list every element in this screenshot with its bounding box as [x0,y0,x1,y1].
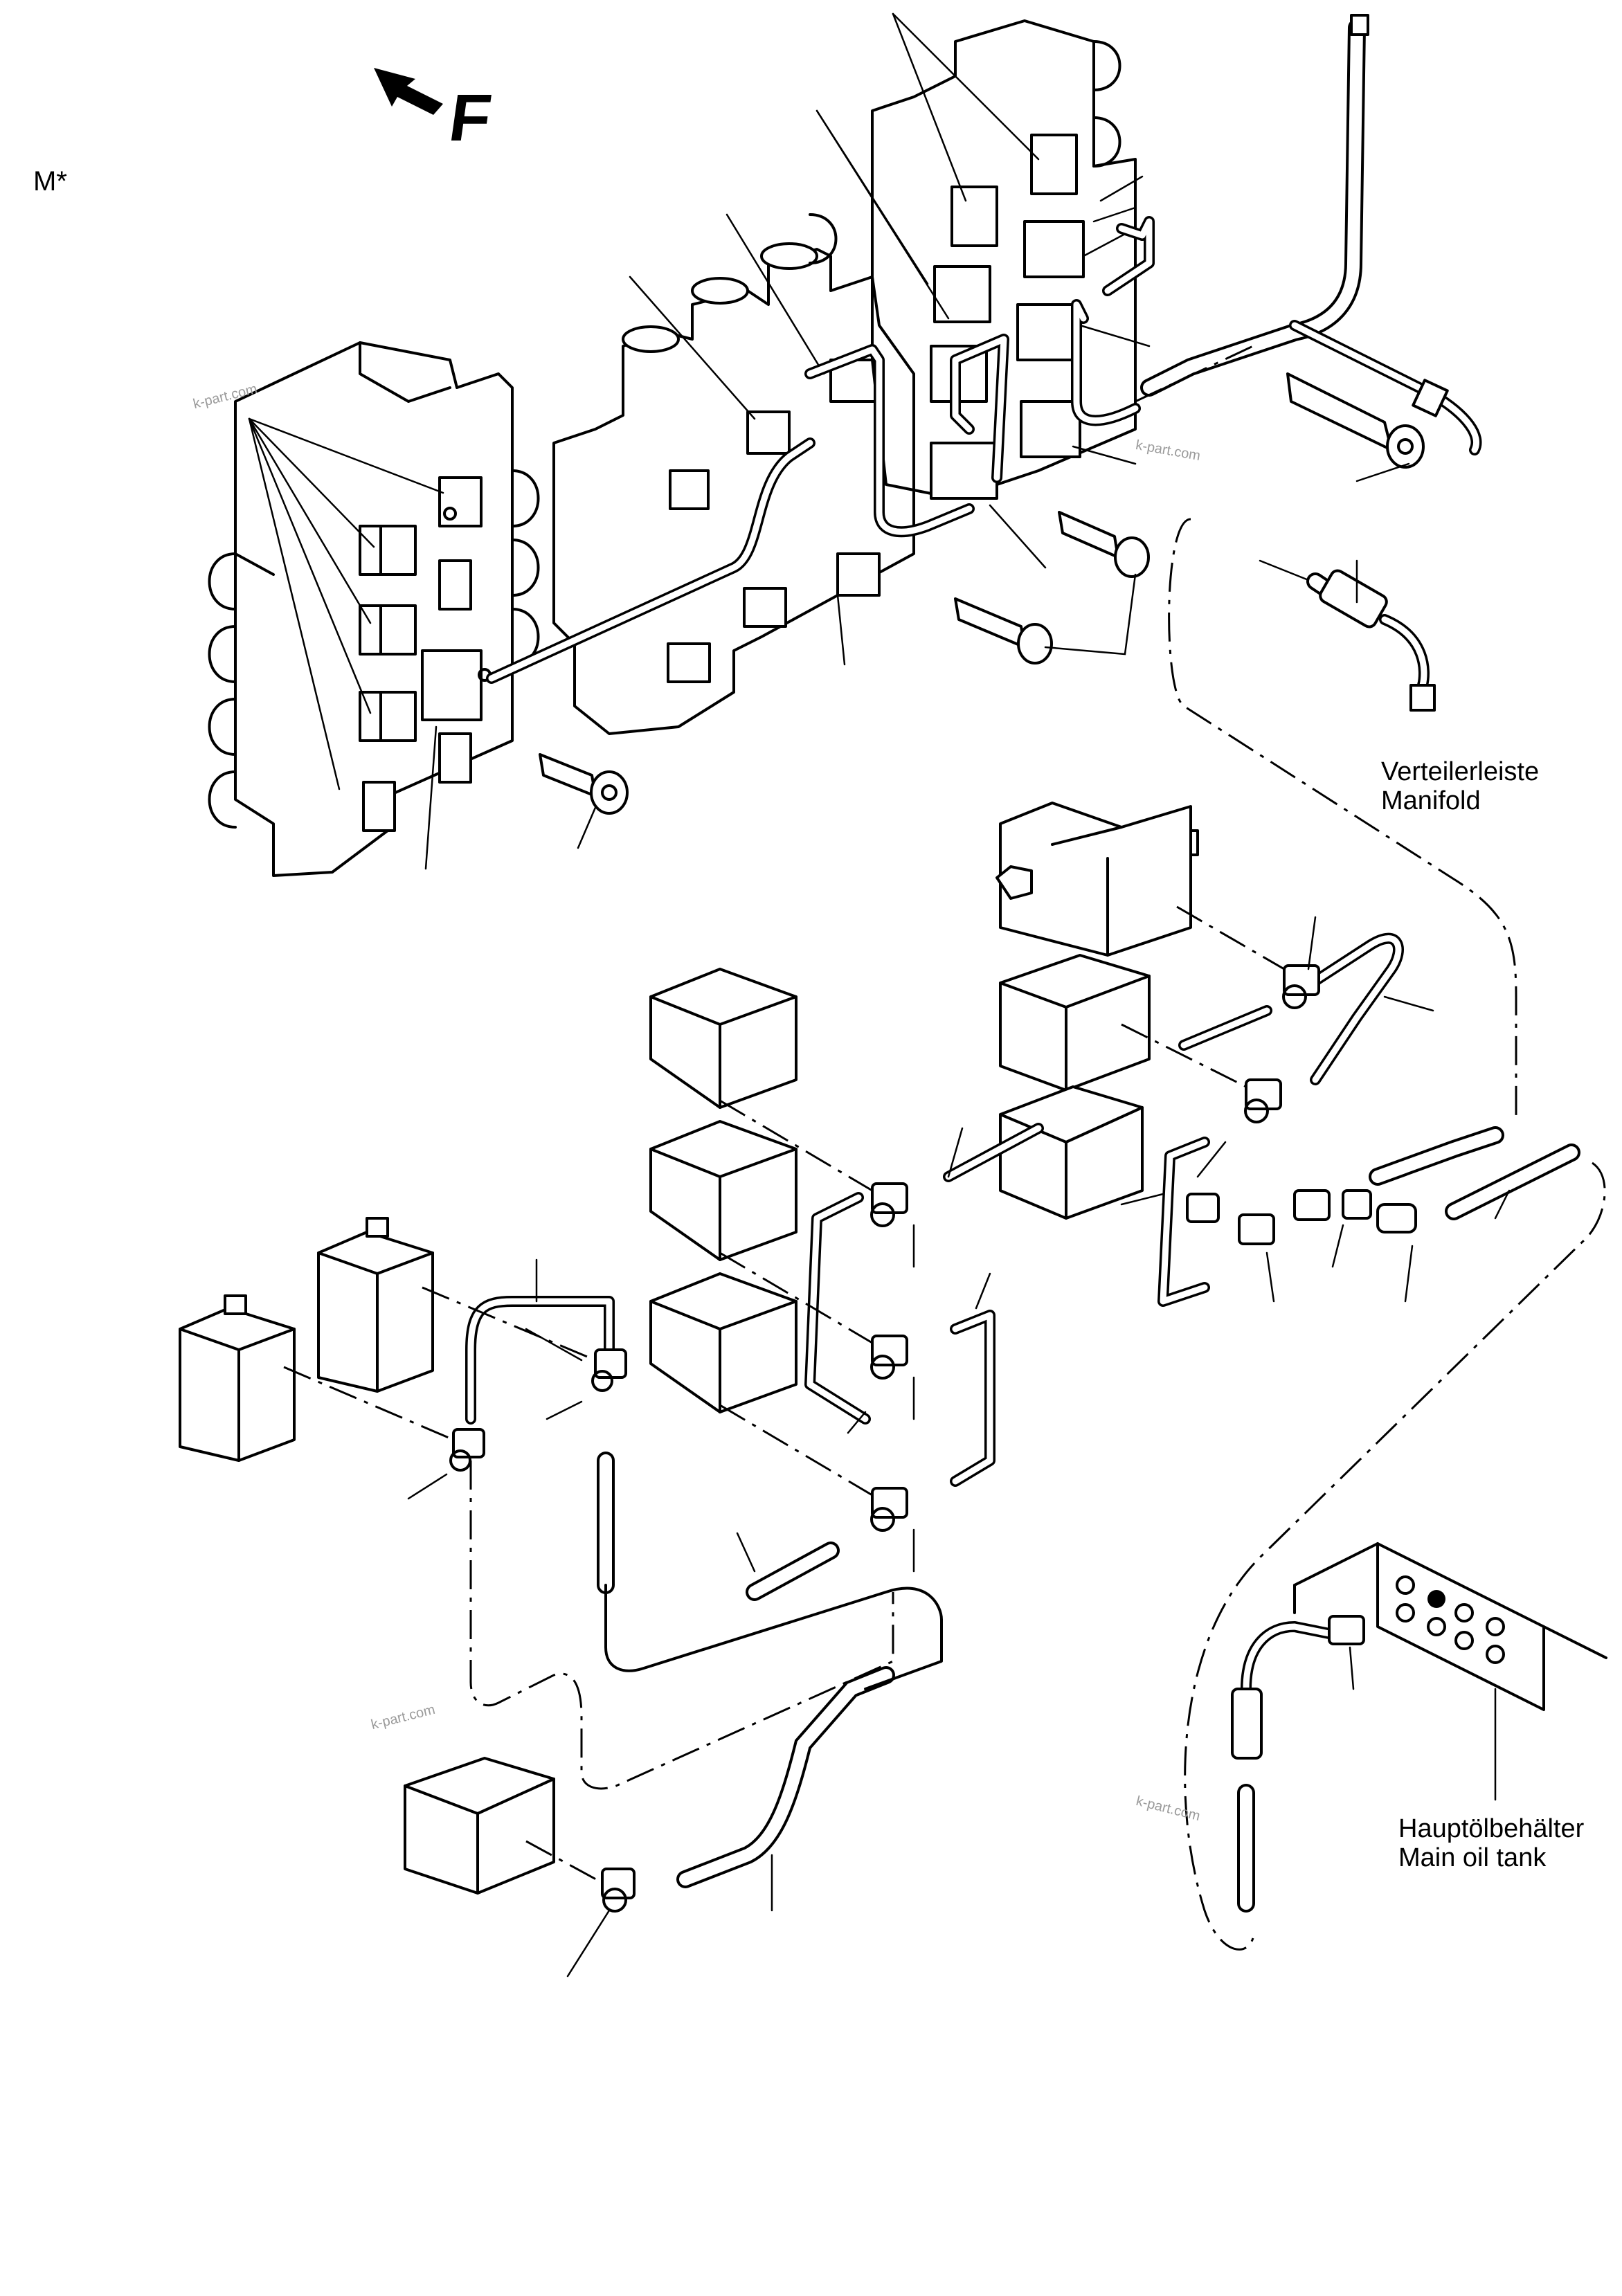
steel-pipes-upper [486,216,1155,684]
return-lines [604,1584,943,1690]
left-control-valve [208,341,540,877]
main-oil-tank-label: Hauptölbehälter Main oil tank [1398,1814,1585,1873]
dashed-lines-lower [283,905,1606,1951]
manifold-label-en: Manifold [1381,786,1481,815]
bolts-right-upper [954,372,1425,665]
lower-valve-blocks [179,802,1199,1895]
tee-fittings [449,964,1417,1913]
leader-lines-tower [629,12,1151,666]
manifold-label-de: Verteilerleiste [1381,757,1540,786]
bolt-left [539,753,629,815]
right-valve-tower [809,19,1137,500]
leader-lines-left [248,417,611,870]
hose-top-right [1140,14,1482,455]
middle-valve-section [552,242,915,735]
main-oil-tank [1293,1542,1607,1801]
dashed-line-manifold [1135,345,1517,1121]
lower-pipes [465,932,1404,1487]
main-oil-tank-label-en: Main oil tank [1398,1843,1547,1872]
main-oil-tank-label-de: Hauptölbehälter [1398,1814,1585,1843]
leader-lines-lower [407,916,1511,1978]
front-direction-arrow-icon [374,68,443,115]
manifold-label: Verteilerleiste Manifold [1381,757,1540,816]
drawing-code-label: M* [33,166,67,197]
lower-hoses [597,1126,1580,1913]
